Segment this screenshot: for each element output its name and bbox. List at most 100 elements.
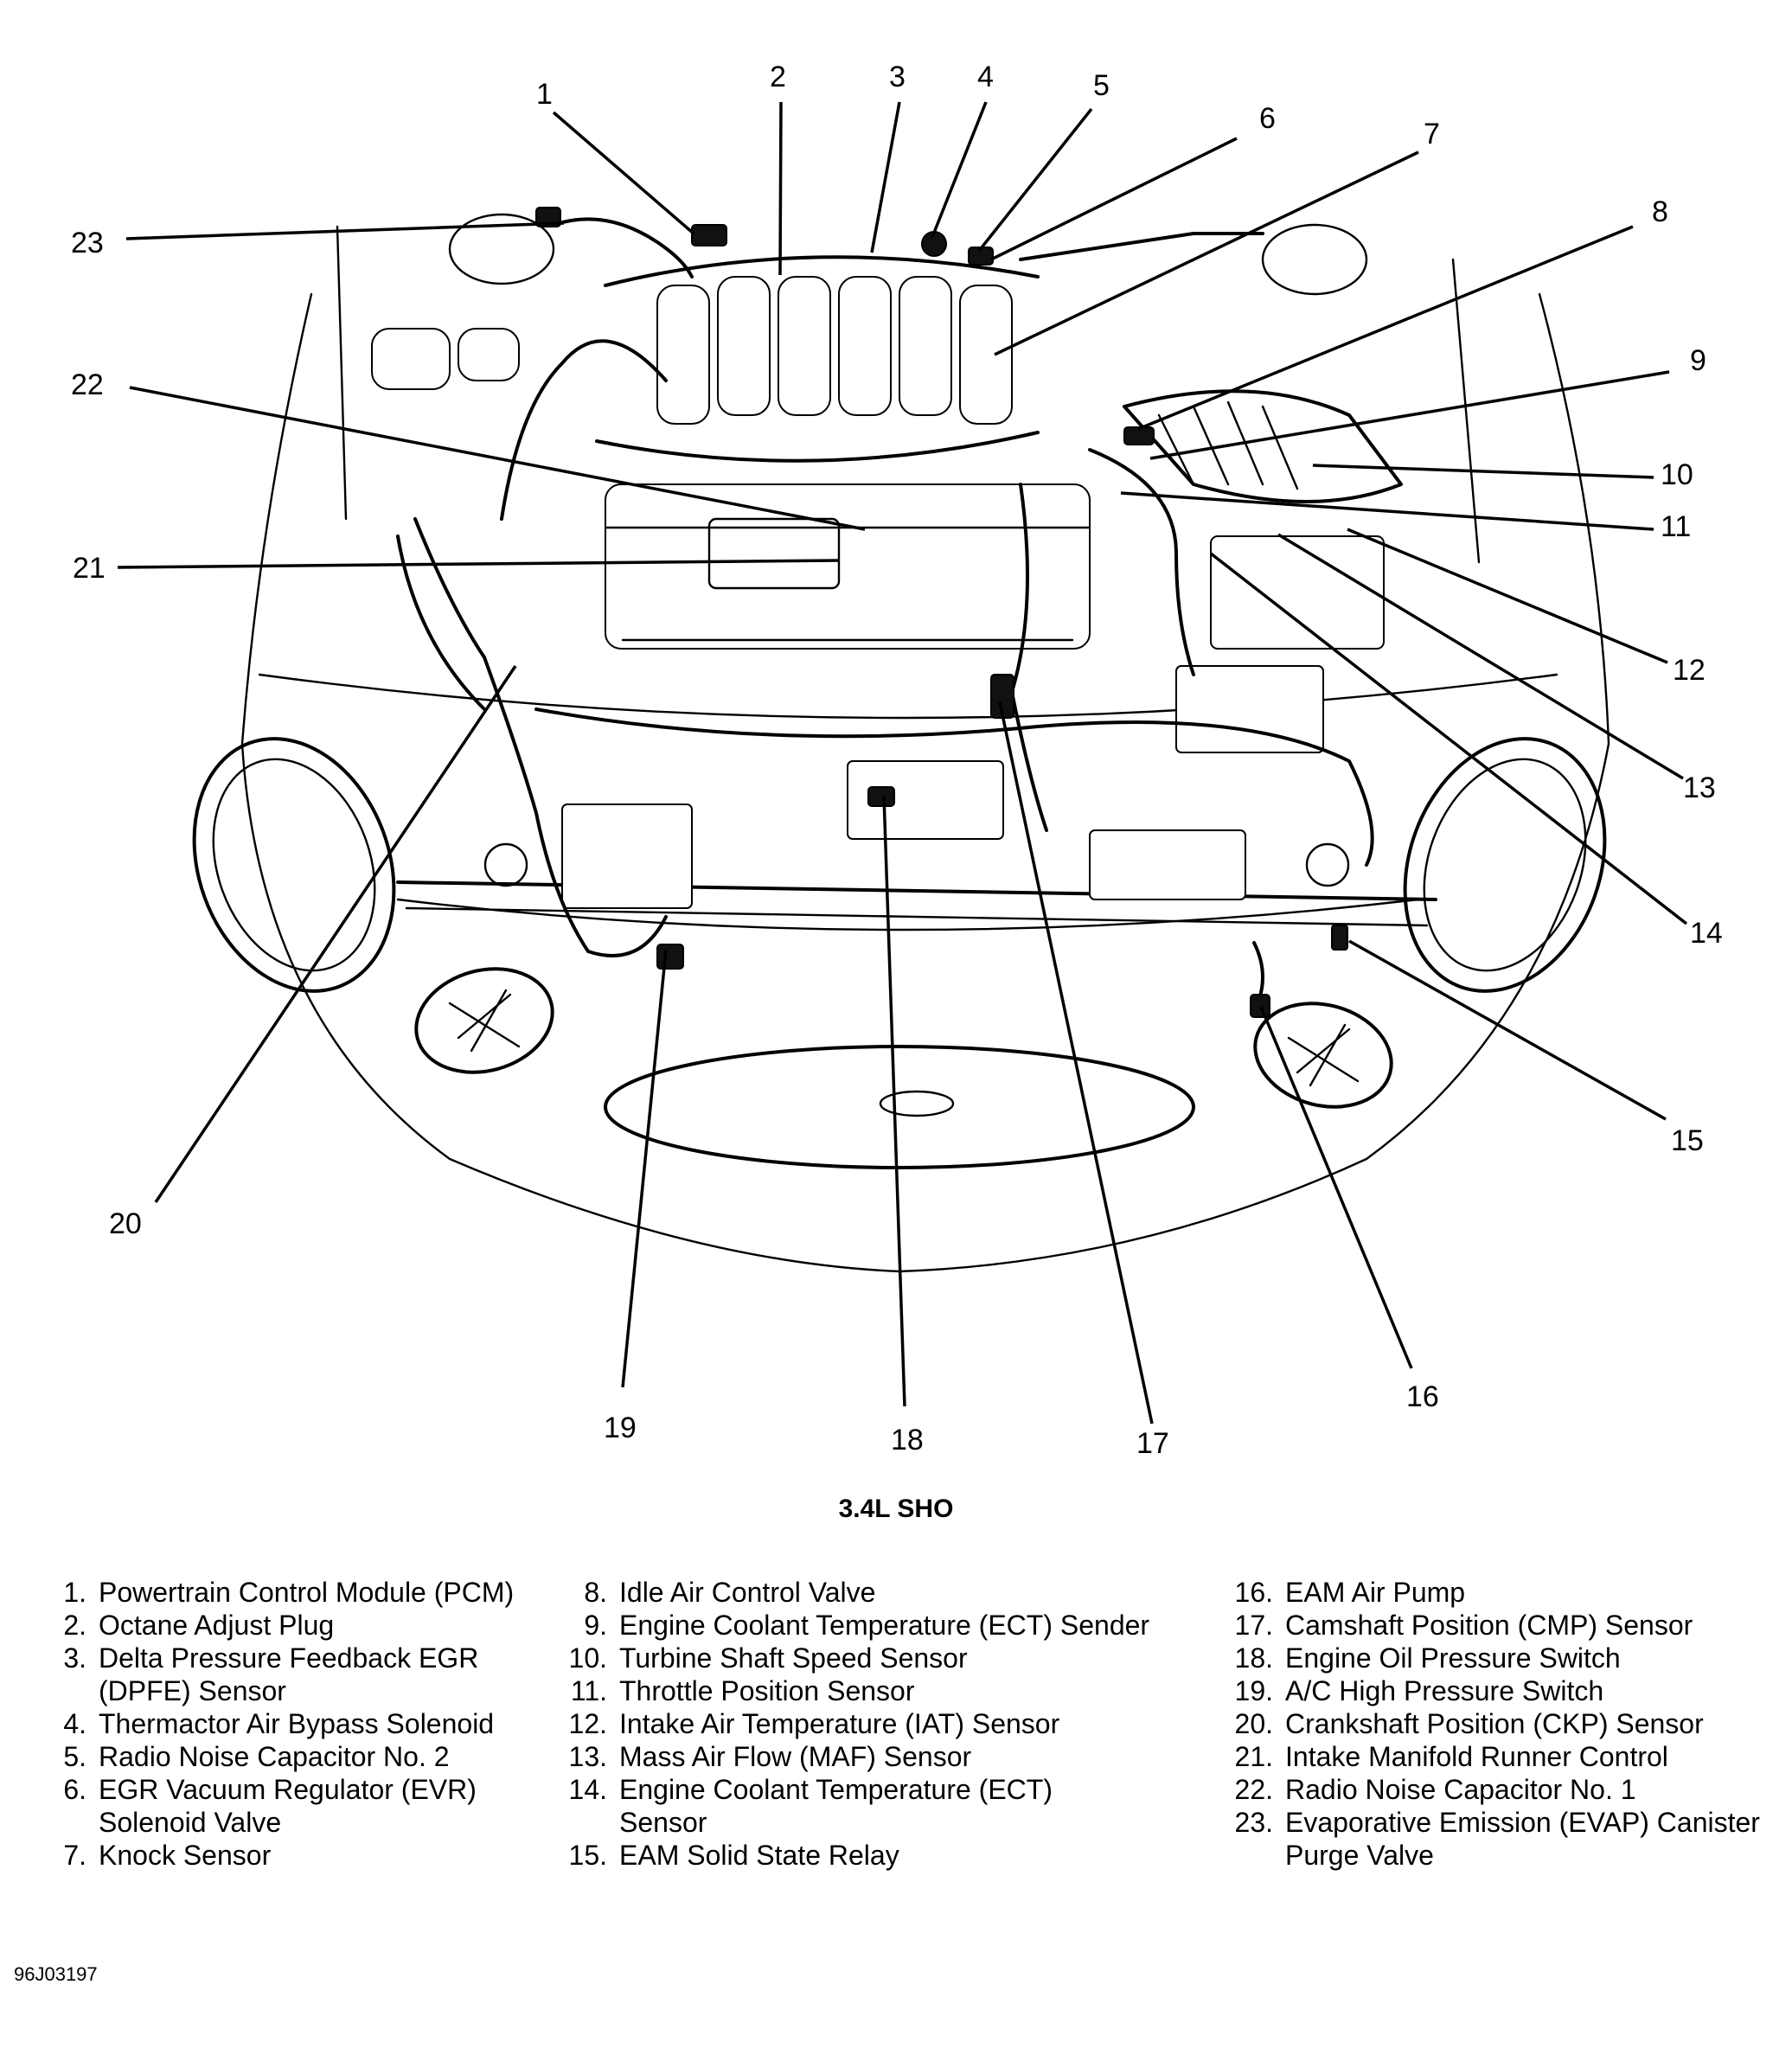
legend-item-number: 13.	[568, 1741, 607, 1772]
legend-item: 22.Radio Noise Capacitor No. 1	[1202, 1773, 1760, 1806]
legend-item-number: 20.	[1234, 1708, 1273, 1739]
callout-10: 10	[1661, 458, 1693, 491]
legend-item-text: EAM Solid State Relay	[619, 1840, 899, 1871]
legend-item-text: Engine Coolant Temperature (ECT) Sender	[619, 1610, 1150, 1641]
legend-item-number: 15.	[568, 1840, 607, 1871]
legend-item: 15. EAM Solid State Relay	[536, 1839, 1149, 1872]
legend-item-number: 8.	[584, 1577, 607, 1608]
engine-compartment-diagram: 1 2 3 4 5 6 7 8 9 10 11 12 13 14 15 16 1…	[71, 61, 1723, 1460]
legend-item: 7.Knock Sensor	[35, 1839, 514, 1872]
legend-item-number: 18.	[1234, 1642, 1273, 1674]
legend-item-number: 3.	[63, 1642, 86, 1674]
legend-item-text: Powertrain Control Module (PCM)	[99, 1577, 515, 1608]
legend-item-text: Octane Adjust Plug	[99, 1610, 335, 1641]
legend-item: 23. Evaporative Emission (EVAP) Canister	[1202, 1806, 1760, 1839]
legend-item-text: Engine Coolant Temperature (ECT)	[619, 1774, 1053, 1805]
callout-numbers: 1 2 3 4 5 6 7 8 9 10 11 12 13 14 15 16 1…	[71, 61, 1723, 1460]
legend-item: 17. Camshaft Position (CMP) Sensor	[1202, 1609, 1760, 1642]
legend-item: 2. Octane Adjust Plug	[35, 1609, 514, 1642]
legend-item-text: EAM Air Pump	[1285, 1577, 1466, 1608]
legend-item-number: 9.	[584, 1610, 607, 1641]
callout-20: 20	[109, 1207, 142, 1240]
legend-item-text: Radio Noise Capacitor No. 2	[99, 1741, 450, 1772]
callout-17: 17	[1136, 1427, 1169, 1460]
engine-illustration: 1 2 3 4 5 6 7 8 9 10 11 12 13 14 15 16 1…	[71, 61, 1723, 1460]
legend-item: 14. Engine Coolant Temperature (ECT)	[536, 1773, 1149, 1806]
legend-item: (DPFE) Sensor	[35, 1674, 514, 1707]
legend-item-text: Throttle Position Sensor	[619, 1675, 915, 1706]
legend-item-text: Purge Valve	[1285, 1840, 1434, 1871]
legend-item-number: 14.	[568, 1774, 607, 1805]
callout-21: 21	[73, 552, 106, 585]
legend-item-text: Intake Manifold Runner Control	[1285, 1741, 1668, 1772]
callout-12: 12	[1673, 654, 1706, 687]
engine-line-art	[192, 207, 1610, 1273]
callout-6: 6	[1259, 102, 1276, 135]
figure-code: 96J03197	[14, 1963, 98, 1985]
legend-item-number: 22.	[1234, 1774, 1273, 1805]
legend-item-text: Delta Pressure Feedback EGR	[99, 1642, 479, 1674]
legend-item: 4. Thermactor Air Bypass Solenoid	[35, 1707, 514, 1740]
legend-item-text: A/C High Pressure Switch	[1285, 1675, 1604, 1706]
callout-4: 4	[977, 61, 994, 93]
legend-item-text: Camshaft Position (CMP) Sensor	[1285, 1610, 1693, 1641]
legend-item-number: 2.	[63, 1610, 86, 1641]
legend-item: 3. Delta Pressure Feedback EGR	[35, 1642, 514, 1674]
legend-column-2: 8. Idle Air Control Valve 9. Engine Coolant…	[536, 1576, 1150, 1872]
legend-item-number: 4.	[63, 1708, 86, 1739]
legend-item: 6. EGR Vacuum Regulator (EVR)	[35, 1773, 514, 1806]
legend-item-text: Evaporative Emission (EVAP) Canister	[1285, 1807, 1760, 1838]
callout-18: 18	[891, 1424, 924, 1456]
callout-9: 9	[1690, 344, 1706, 377]
callout-5: 5	[1093, 69, 1110, 102]
callout-16: 16	[1406, 1380, 1439, 1413]
callout-7: 7	[1424, 118, 1440, 150]
legend-item: 11. Throttle Position Sensor	[536, 1674, 1149, 1707]
legend-item-text: Idle Air Control Valve	[619, 1577, 876, 1608]
legend-item: 8. Idle Air Control Valve	[536, 1576, 1149, 1609]
callout-15: 15	[1671, 1124, 1704, 1157]
legend-item: 20. Crankshaft Position (CKP) Sensor	[1202, 1707, 1760, 1740]
legend-item-text: (DPFE) Sensor	[99, 1675, 286, 1706]
legend-item: Solenoid Valve	[35, 1806, 514, 1839]
legend-item-number: 12.	[568, 1708, 607, 1739]
legend-item: 13. Mass Air Flow (MAF) Sensor	[536, 1740, 1149, 1773]
legend-item-number	[1202, 1839, 1285, 1872]
legend-item-number	[35, 1674, 99, 1707]
legend-item: 19.A/C High Pressure Switch	[1202, 1674, 1760, 1707]
legend-item-number: 10.	[568, 1642, 607, 1674]
legend-item-number: 16.	[1234, 1577, 1273, 1608]
diagram-title: 3.4L SHO	[838, 1495, 954, 1523]
legend-item-number: 6.	[63, 1774, 86, 1805]
legend-item: 1. Powertrain Control Module (PCM)	[35, 1576, 514, 1609]
callout-1: 1	[536, 78, 553, 111]
legend-item-text: Intake Air Temperature (IAT) Sensor	[619, 1708, 1060, 1739]
callout-8: 8	[1652, 195, 1668, 228]
legend-item: Sensor	[536, 1806, 1149, 1839]
legend-item: 9. Engine Coolant Temperature (ECT) Sende…	[536, 1609, 1149, 1642]
callout-13: 13	[1683, 771, 1716, 804]
legend-item-number: 11.	[570, 1675, 607, 1706]
legend-item-text: EGR Vacuum Regulator (EVR)	[99, 1774, 477, 1805]
legend-item-number	[35, 1806, 99, 1839]
callout-11: 11	[1661, 510, 1691, 543]
legend-item: 10. Turbine Shaft Speed Sensor	[536, 1642, 1149, 1674]
callout-23: 23	[71, 227, 104, 259]
legend-item-text: Mass Air Flow (MAF) Sensor	[619, 1741, 972, 1772]
legend-item-number: 17.	[1234, 1610, 1273, 1641]
legend-item: 18.Engine Oil Pressure Switch	[1202, 1642, 1760, 1674]
legend-item-number: 5.	[63, 1741, 86, 1772]
legend-item-number: 21.	[1234, 1741, 1273, 1772]
legend-item-text: Crankshaft Position (CKP) Sensor	[1285, 1708, 1704, 1739]
legend-item: 21. Intake Manifold Runner Control	[1202, 1740, 1760, 1773]
legend-item-text: Turbine Shaft Speed Sensor	[619, 1642, 968, 1674]
legend-item: 12. Intake Air Temperature (IAT) Sensor	[536, 1707, 1149, 1740]
legend-item: Purge Valve	[1202, 1839, 1760, 1872]
legend-item-number: 1.	[63, 1577, 86, 1608]
legend-item: 5. Radio Noise Capacitor No. 2	[35, 1740, 514, 1773]
callout-2: 2	[770, 61, 786, 93]
legend-item-text: Solenoid Valve	[99, 1807, 282, 1838]
legend-item-text: Thermactor Air Bypass Solenoid	[99, 1708, 495, 1739]
legend-item-number: 7.	[63, 1840, 86, 1871]
legend-item-number: 23.	[1234, 1807, 1273, 1838]
